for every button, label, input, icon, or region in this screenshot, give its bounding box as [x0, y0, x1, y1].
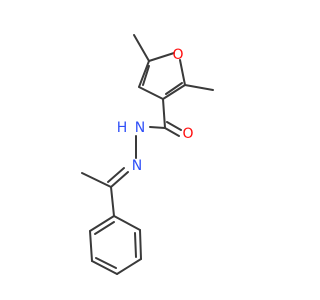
atom-o-carbonyl: O — [182, 126, 193, 142]
bond-n-c-imine-double — [107, 167, 125, 183]
bond-carbonyl-o — [164, 127, 180, 137]
background — [0, 0, 300, 300]
bond-carbonyl-n — [149, 126, 166, 129]
bond-c4-c3 — [138, 86, 164, 100]
bond-methyl-c5 — [133, 34, 150, 62]
bond-c3-c2-double — [165, 82, 183, 95]
bond-ph-2 — [139, 229, 142, 260]
bond-c3-c2 — [162, 84, 186, 100]
atom-n-imine: N — [132, 158, 142, 174]
bond-c5-c4-double — [142, 65, 150, 86]
bond-ph-6 — [89, 215, 115, 232]
bond-c5-c4 — [138, 60, 150, 88]
bond-ph-4 — [91, 260, 118, 275]
bond-c2-o — [179, 59, 186, 86]
bond-ph-3 — [116, 258, 142, 275]
bond-ph-5 — [89, 230, 93, 262]
bond-ph-6-double — [94, 221, 115, 235]
bond-ph-2-double — [134, 232, 137, 258]
bond-imine-methyl — [81, 172, 112, 188]
bond-n-c-imine — [110, 171, 129, 188]
bond-ph-4-double — [95, 257, 117, 269]
molecule-canvas: O O N H N — [0, 0, 300, 300]
bond-o-c5 — [148, 52, 175, 62]
bond-imine-phenyl — [110, 186, 115, 217]
bond-ph-1 — [113, 215, 141, 231]
bond-carbonyl-o-double — [166, 121, 182, 131]
atom-h-amide: H — [117, 120, 128, 136]
atom-o-ring: O — [172, 47, 183, 63]
atom-n-amide: N — [135, 120, 145, 136]
bond-methyl-c2 — [184, 84, 214, 91]
bond-c3-carbonyl — [162, 98, 166, 129]
molecule-structure: O O N H N — [0, 0, 300, 300]
